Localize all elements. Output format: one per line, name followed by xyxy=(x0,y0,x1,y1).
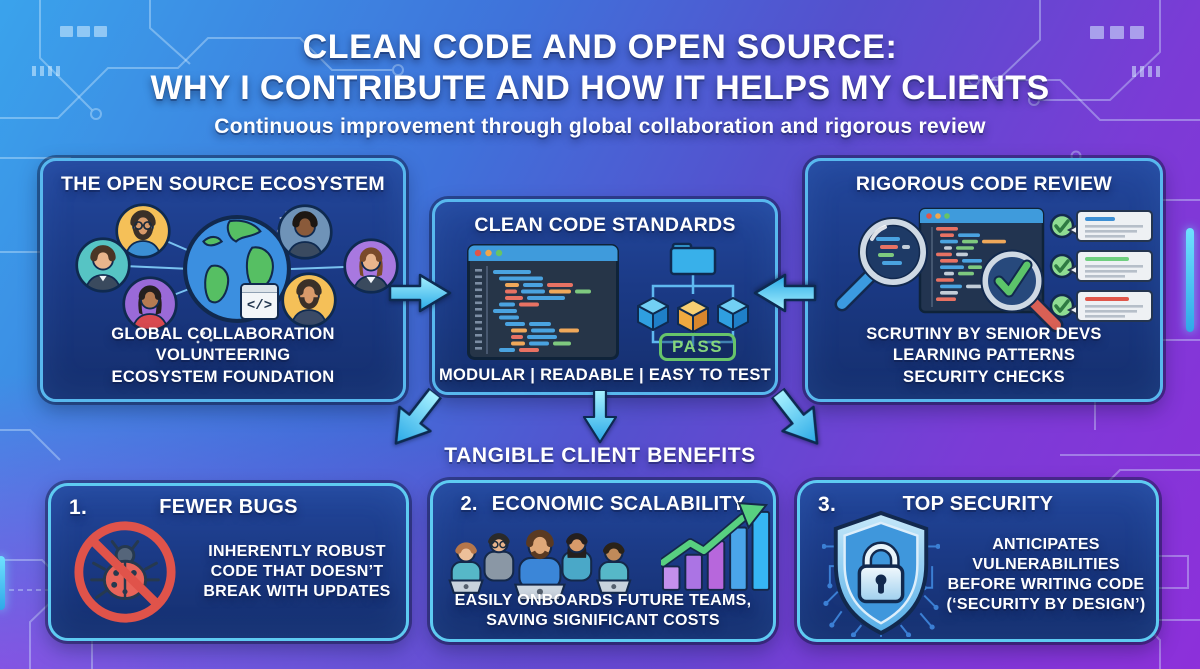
review-title: RIGOROUS CODE REVIEW xyxy=(855,173,1113,195)
flow-arrow-down-left xyxy=(394,387,443,445)
benefit-box-top-security: 3. TOP SECURITY ANTICIPATES VULNERABILIT… xyxy=(797,480,1159,642)
benefit-title: ECONOMIC SCALABILITY xyxy=(491,493,746,515)
review-points: SCRUTINY BY SENIOR DEVS LEARNING PATTERN… xyxy=(808,324,1160,389)
module-cube-icon xyxy=(677,299,709,333)
flow-arrow-down-center xyxy=(582,390,618,444)
code-review-illustration xyxy=(834,207,1153,333)
page-title-line2: WHY I CONTRIBUTE AND HOW IT HELPS MY CLI… xyxy=(150,69,1050,107)
avatar-top-left-developer xyxy=(115,203,171,259)
window-titlebar xyxy=(242,285,277,293)
growth-chart-icon xyxy=(661,502,771,591)
module-structure-diagram xyxy=(637,242,749,346)
review-point: SCRUTINY BY SENIOR DEVS xyxy=(866,324,1102,343)
benefits-heading: TANGIBLE CLIENT BENEFITS xyxy=(444,444,756,467)
comment-bubble-icon xyxy=(1066,210,1153,242)
security-shield-lock-icon xyxy=(822,510,940,637)
benefit-number: 3. xyxy=(818,493,837,516)
edge-glow-decoration xyxy=(0,556,5,610)
ecosystem-box: THE OPEN SOURCE ECOSYSTEM xyxy=(40,158,406,402)
benefit-box-fewer-bugs: 1. FEWER BUGS INHERENTLY ROBUST CODE THA… xyxy=(48,483,409,641)
ecosystem-point: ECOSYSTEM FOUNDATION xyxy=(111,368,335,387)
approved-check-icon xyxy=(1049,253,1075,279)
avatar-top-right-developer xyxy=(277,204,333,260)
approved-check-icon xyxy=(1049,293,1075,319)
ecosystem-title: THE OPEN SOURCE ECOSYSTEM xyxy=(61,173,385,195)
benefit-title: TOP SECURITY xyxy=(902,493,1054,515)
avatar-right-developer xyxy=(343,238,399,294)
review-point: SECURITY CHECKS xyxy=(903,368,1065,387)
benefit-description: EASILY ONBOARDS FUTURE TEAMS, SAVING SIG… xyxy=(454,591,752,629)
standards-footer: MODULAR | READABLE | EASY TO TEST xyxy=(438,366,772,384)
edge-glow-decoration xyxy=(1186,228,1194,332)
benefit-description: INHERENTLY ROBUST CODE THAT DOESN’T BREA… xyxy=(203,543,391,601)
page-subtitle: Continuous improvement through global co… xyxy=(214,115,986,138)
benefit-header: 2. ECONOMIC SCALABILITY xyxy=(433,493,773,516)
review-comments xyxy=(1049,210,1153,322)
avatar-bottom-left-developer xyxy=(122,276,178,332)
standards-title: CLEAN CODE STANDARDS xyxy=(474,214,736,236)
benefit-box-economic-scalability: 2. ECONOMIC SCALABILITY xyxy=(430,480,776,642)
benefit-description: ANTICIPATES VULNERABILITIES BEFORE WRITI… xyxy=(946,536,1146,614)
avatar-left-developer xyxy=(75,237,131,293)
avatar-bottom-right-developer xyxy=(281,272,337,328)
benefit-title: FEWER BUGS xyxy=(159,496,298,518)
code-editor-window-icon: </> xyxy=(240,283,279,320)
approved-magnifier-icon xyxy=(980,249,1064,333)
ecosystem-point: VOLUNTEERING xyxy=(155,346,291,365)
flow-arrow-review-to-standards xyxy=(753,273,817,313)
benefit-number: 2. xyxy=(460,493,478,515)
code-glyph: </> xyxy=(246,298,273,314)
comment-bubble-icon xyxy=(1066,250,1153,282)
module-cube-icon xyxy=(717,297,749,331)
folder-icon xyxy=(669,242,717,276)
review-box: RIGOROUS CODE REVIEW xyxy=(805,158,1163,402)
page-title-line1: CLEAN CODE AND OPEN SOURCE: xyxy=(302,28,898,66)
module-cube-icon xyxy=(637,297,669,331)
comment-bubble-icon xyxy=(1066,290,1153,322)
flow-arrow-ecosystem-to-standards xyxy=(388,273,452,313)
code-editor-window-icon xyxy=(467,244,619,360)
approved-check-icon xyxy=(1049,213,1075,239)
no-bugs-icon xyxy=(74,521,176,623)
standards-box: CLEAN CODE STANDARDS xyxy=(432,199,778,395)
ecosystem-point: GLOBAL COLLABORATION xyxy=(111,324,335,343)
flow-arrow-down-right xyxy=(770,387,819,445)
magnifying-glass-icon xyxy=(834,217,928,312)
benefit-number: 1. xyxy=(69,496,88,519)
code-lines xyxy=(493,270,591,352)
review-point: LEARNING PATTERNS xyxy=(892,346,1076,365)
pass-badge: PASS xyxy=(659,333,737,361)
ecosystem-points: GLOBAL COLLABORATION VOLUNTEERING ECOSYS… xyxy=(43,324,403,389)
team-icon xyxy=(448,529,632,601)
